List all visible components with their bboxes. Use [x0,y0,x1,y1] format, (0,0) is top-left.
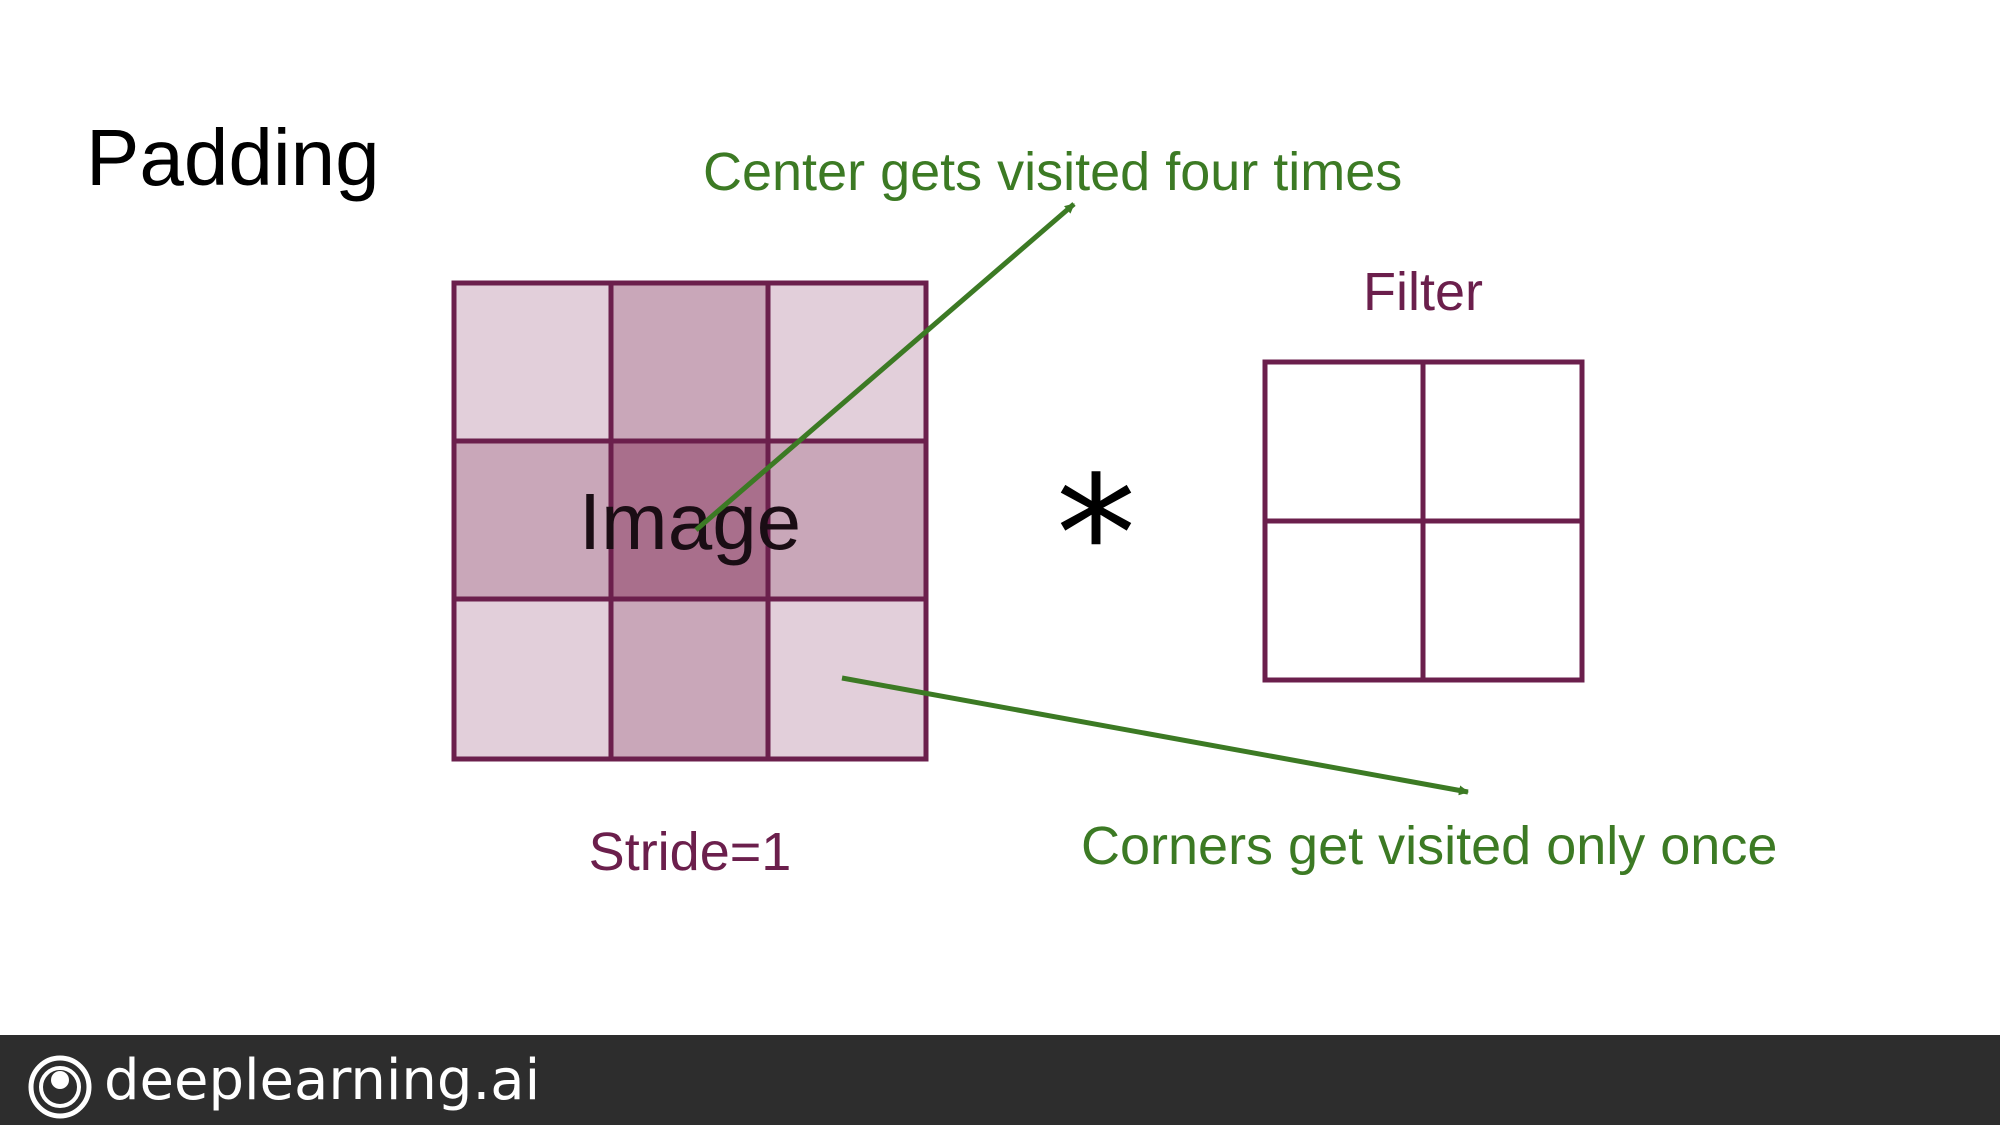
arrow-to-corner-annotation [841,675,1469,796]
image-cell-0-2 [768,283,926,441]
stride-label: Stride=1 [589,822,792,882]
image-grid-border [451,280,929,762]
convolution-operator: * [1056,441,1136,628]
filter-label: Filter [1363,262,1483,322]
slide-title: Padding [86,113,380,202]
annotation-center-visits: Center gets visited four times [703,142,1402,202]
image-cell-0-1 [611,283,768,441]
image-grid [451,280,929,762]
image-cell-1-0 [454,441,611,599]
padding-diagram: Image * Filter Stride=1 Center gets visi… [451,142,1777,882]
filter-grid [1262,359,1585,683]
image-cell-1-1 [611,441,768,599]
arrow-to-center-annotation [694,202,1076,532]
footer-bar: deeplearning.ai [0,1035,2000,1125]
annotation-corner-visits: Corners get visited only once [1081,816,1777,876]
image-cell-1-2 [768,441,926,599]
image-cell-2-0 [454,599,611,759]
image-cell-0-0 [454,283,611,441]
image-label: Image [579,477,801,566]
footer-brand: deeplearning.ai [104,1048,541,1113]
image-cell-2-1 [611,599,768,759]
deeplearning-logo-icon [28,1055,92,1119]
